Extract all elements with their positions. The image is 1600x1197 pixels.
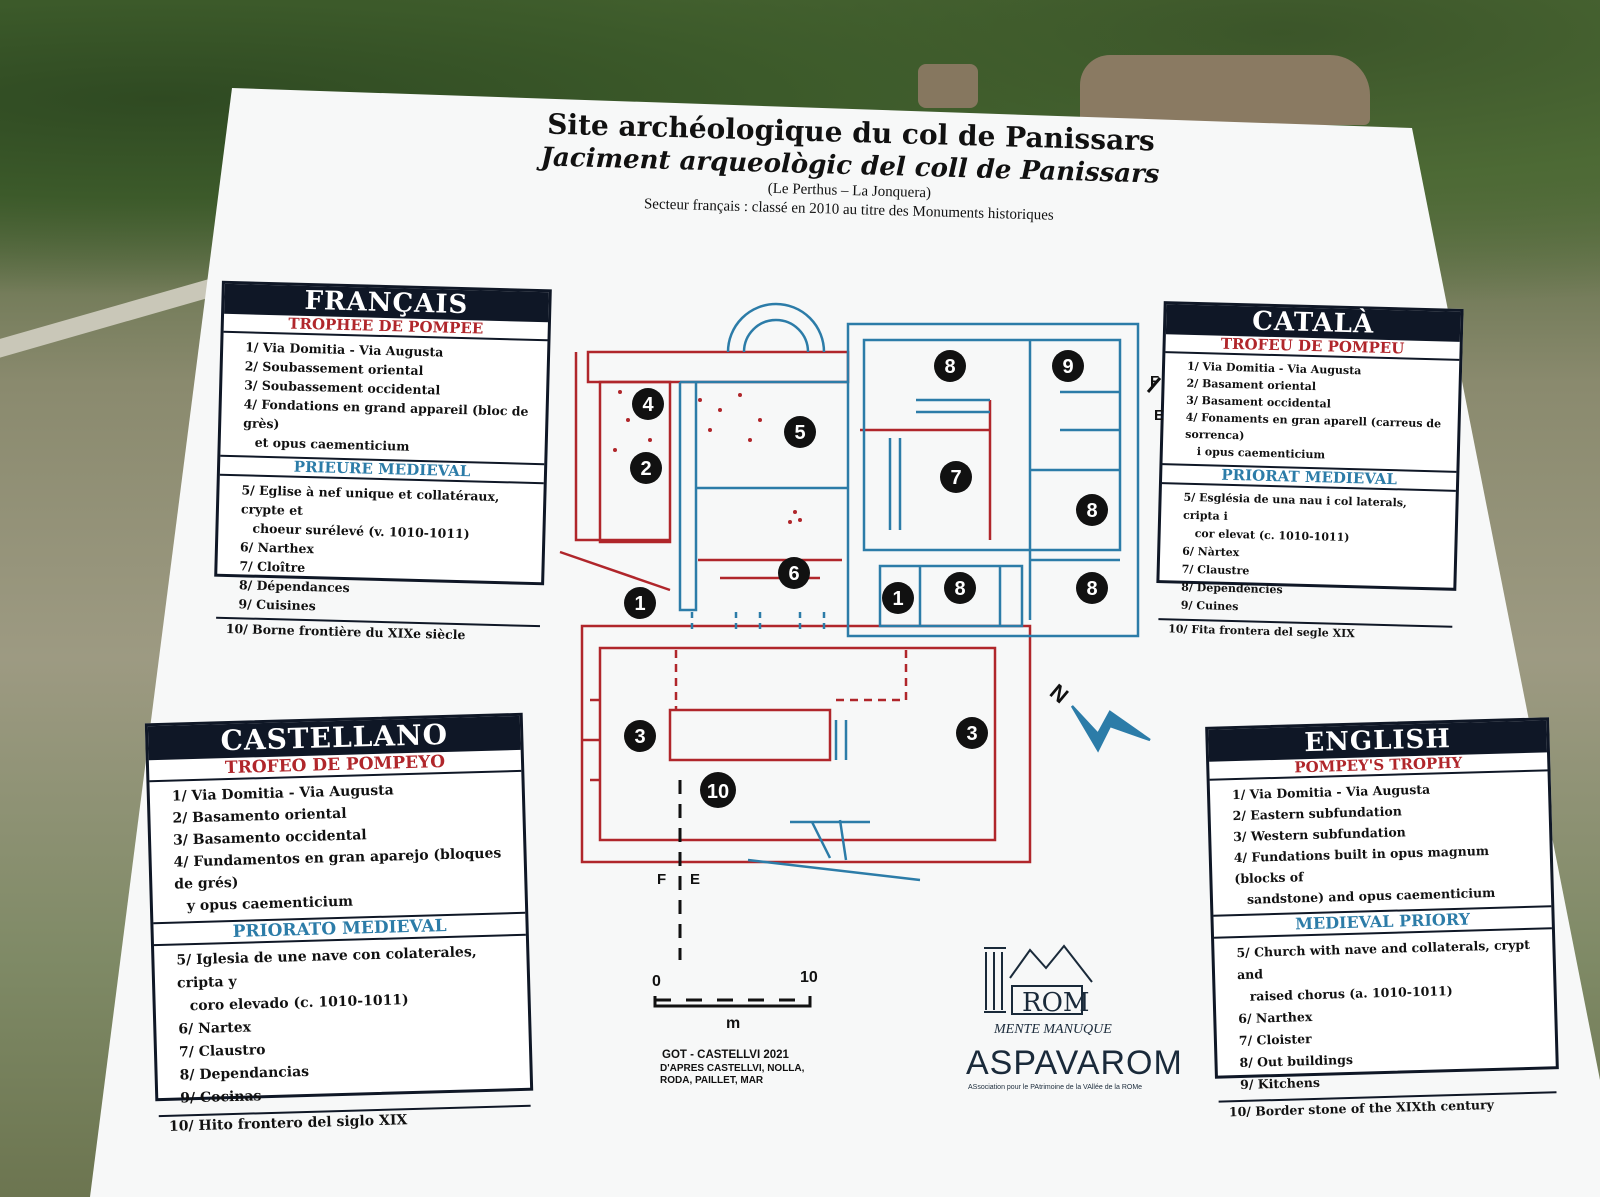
marker-6 xyxy=(778,557,810,589)
border-f-label: F xyxy=(1150,373,1159,390)
border-e-label: E xyxy=(1154,407,1164,424)
credit-line: D'APRES CASTELLVI, NOLLA, xyxy=(660,1063,805,1074)
logo-mark-text: ROM xyxy=(1022,988,1090,1018)
marker-8 xyxy=(1076,572,1108,604)
marker-4 xyxy=(632,388,664,420)
border-f-label: F xyxy=(657,871,666,888)
marker-label: 6 xyxy=(788,563,799,585)
marker-2 xyxy=(630,452,662,484)
marker-1 xyxy=(624,587,656,619)
marker-label: 3 xyxy=(966,723,977,745)
marker-label: 4 xyxy=(642,394,654,416)
marker-1 xyxy=(882,582,914,614)
plan-marker-labels: 1 1 2 3 3 4 5 6 7 8 8 8 8 9 10 xyxy=(634,356,1097,803)
plan-markers xyxy=(624,350,1108,808)
marker-3 xyxy=(624,720,656,752)
marker-label: 5 xyxy=(794,422,805,444)
marker-8 xyxy=(1076,494,1108,526)
marker-3 xyxy=(956,717,988,749)
marker-label: 10 xyxy=(707,781,729,803)
plan-blue-walls xyxy=(678,302,1151,882)
marker-5 xyxy=(784,416,816,448)
marker-label: 3 xyxy=(634,726,645,748)
background-ruins xyxy=(1080,55,1370,125)
marker-label: 8 xyxy=(1086,500,1097,522)
credit-line: GOT - CASTELLVI 2021 xyxy=(662,1049,790,1061)
marker-7 xyxy=(940,461,972,493)
credit-line: RODA, PAILLET, MAR xyxy=(660,1075,764,1086)
marker-8 xyxy=(934,350,966,382)
scale-end-label: 10 xyxy=(800,969,818,986)
marker-label: 7 xyxy=(950,467,961,489)
plan-border-line xyxy=(678,377,1162,960)
logo-name: ASPAVAROM xyxy=(966,1044,1183,1082)
marker-9 xyxy=(1052,350,1084,382)
background-ruin-small xyxy=(918,64,978,108)
scale-start-label: 0 xyxy=(652,973,661,990)
scale-unit-label: m xyxy=(726,1015,740,1032)
logo-motto: MENTE MANUQUE xyxy=(994,1022,1112,1037)
marker-label: 2 xyxy=(640,458,651,480)
scale-bar xyxy=(653,996,812,1008)
marker-label: 1 xyxy=(634,593,645,615)
marker-8 xyxy=(944,572,976,604)
marker-label: 8 xyxy=(1086,578,1097,600)
marker-label: 8 xyxy=(954,578,965,600)
marker-10 xyxy=(700,772,736,808)
marker-label: 9 xyxy=(1062,356,1073,378)
border-e-label: E xyxy=(690,871,700,888)
marker-label: 1 xyxy=(892,588,903,610)
north-label: N xyxy=(1045,679,1073,708)
marker-label: 8 xyxy=(944,356,955,378)
logo-tagline: ASsociation pour le PAtrimoine de la VAl… xyxy=(968,1084,1143,1091)
logo-mark xyxy=(984,944,1093,1015)
